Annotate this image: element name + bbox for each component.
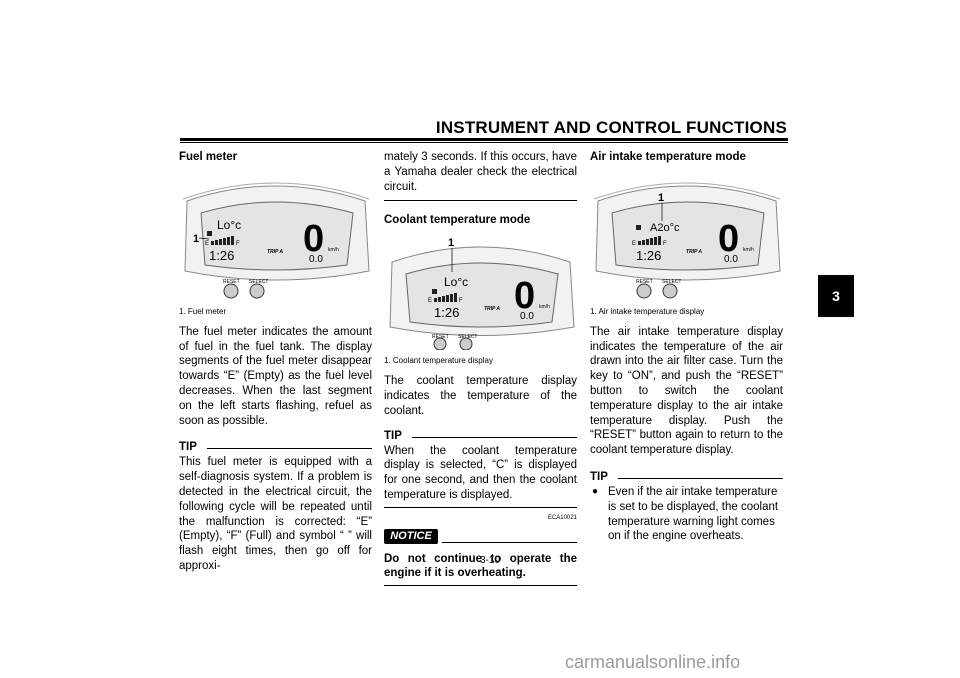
unit-text: km/h — [539, 304, 550, 310]
display-top-text: A2o°c — [650, 222, 680, 234]
header-rule-thin — [180, 142, 788, 143]
reset-label: RESET — [636, 279, 653, 285]
tip-text: Even if the air intake temperature is se… — [608, 485, 779, 543]
tip-header: TIP — [384, 429, 577, 444]
reset-button — [636, 283, 652, 299]
notice-text: Do not continue to operate the engine if… — [384, 552, 577, 580]
header-rule — [180, 138, 788, 141]
select-button — [459, 337, 473, 351]
odo-text: 0.0 — [724, 254, 738, 265]
speed-text: 0 — [303, 218, 324, 260]
divider — [384, 506, 577, 508]
select-button — [249, 283, 265, 299]
display-top-text: Lo°c — [217, 218, 241, 232]
coolant-heading: Coolant temperature mode — [384, 214, 531, 227]
fuel-meter-heading: Fuel meter — [179, 151, 238, 163]
coolant-figure: 1 Lo°c E F 1:26 TRIP A 0 km/h 0.0 RESET … — [389, 237, 575, 351]
trip-text: TRIP A — [686, 249, 702, 255]
notice-code: ECA10021 — [547, 514, 577, 521]
reset-label: RESET — [223, 279, 240, 285]
notice-badge: NOTICE — [384, 528, 438, 544]
clock-text: 1:26 — [209, 248, 234, 263]
coolant-body: The coolant temperature display indicate… — [384, 375, 577, 417]
odo-text: 0.0 — [520, 311, 534, 322]
callout-number: 1 — [658, 192, 664, 204]
select-label: SELECT — [458, 334, 477, 340]
notice-header: NOTICE — [384, 526, 577, 546]
trip-text: TRIP A — [267, 249, 283, 255]
fuel-pump-icon — [432, 289, 437, 295]
middle-column: mately 3 seconds. If this occurs, have a… — [384, 150, 577, 587]
clock-text: 1:26 — [434, 305, 459, 320]
fuel-pump-icon — [636, 224, 641, 230]
tip-label: TIP — [179, 441, 197, 454]
section-title: INSTRUMENT AND CONTROL FUNCTIONS — [435, 118, 787, 137]
fuel-meter-body: The fuel meter indicates the amount of f… — [179, 325, 372, 427]
reset-label: RESET — [432, 334, 449, 340]
callout-number: 1 — [448, 237, 454, 249]
fuel-meter-figure: Lo°c E F 1:26 TRIP A 0 km/h 0.0 1 RESET … — [182, 182, 370, 299]
odo-text: 0.0 — [309, 254, 323, 265]
tip-header: TIP — [179, 440, 372, 455]
speed-text: 0 — [718, 218, 739, 260]
full-label: F — [236, 241, 240, 247]
continued-text: mately 3 seconds. If this occurs, have a… — [384, 151, 577, 193]
speed-text: 0 — [514, 275, 535, 317]
select-label: SELECT — [662, 279, 681, 285]
unit-text: km/h — [743, 247, 754, 253]
right-column: Air intake temperature mode 1 A2o°c E F … — [590, 150, 783, 544]
chapter-tab: 3 — [818, 275, 854, 317]
fuel-pump-icon — [207, 230, 212, 236]
fuel-segments — [638, 235, 661, 245]
unit-text: km/h — [328, 247, 339, 253]
empty-label: E — [205, 241, 209, 247]
figure-caption: 1. Air intake temperature display — [590, 306, 705, 316]
figure-caption: 1. Fuel meter — [179, 306, 227, 316]
left-column: Fuel meter Lo°c E F 1:26 TRIP A 0 km/h 0… — [179, 150, 372, 574]
select-button — [662, 283, 678, 299]
fuel-segments — [211, 235, 234, 245]
figure-caption: 1. Coolant temperature display — [384, 356, 493, 366]
tip-header: TIP — [590, 470, 783, 485]
tip-bullet-item: ● Even if the air intake temperature is … — [590, 485, 783, 544]
divider — [384, 585, 577, 587]
empty-label: E — [632, 241, 636, 247]
callout-number: 1 — [193, 233, 199, 245]
display-top-text: Lo°c — [444, 275, 468, 289]
tip-label: TIP — [384, 429, 402, 442]
tip-text: This fuel meter is equipped with a self-… — [179, 456, 372, 572]
reset-button — [223, 283, 239, 299]
reset-button — [433, 337, 447, 351]
clock-text: 1:26 — [636, 248, 661, 263]
air-intake-heading: Air intake temperature mode — [590, 151, 746, 163]
fuel-segments — [434, 293, 457, 303]
air-intake-figure: 1 A2o°c E F 1:26 TRIP A 0 km/h 0.0 RESET… — [593, 182, 781, 299]
tip-text: When the coolant temperature display is … — [384, 444, 577, 501]
tip-label: TIP — [590, 470, 608, 483]
air-intake-body: The air intake temperature display indic… — [590, 325, 783, 457]
full-label: F — [663, 241, 667, 247]
empty-label: E — [428, 298, 432, 304]
bullet-icon: ● — [592, 485, 599, 497]
page-number: 3-10 — [479, 555, 500, 566]
select-label: SELECT — [249, 279, 268, 285]
full-label: F — [459, 298, 463, 304]
trip-text: TRIP A — [484, 306, 500, 312]
watermark: carmanualsonline.info — [565, 652, 741, 672]
divider — [384, 200, 577, 202]
